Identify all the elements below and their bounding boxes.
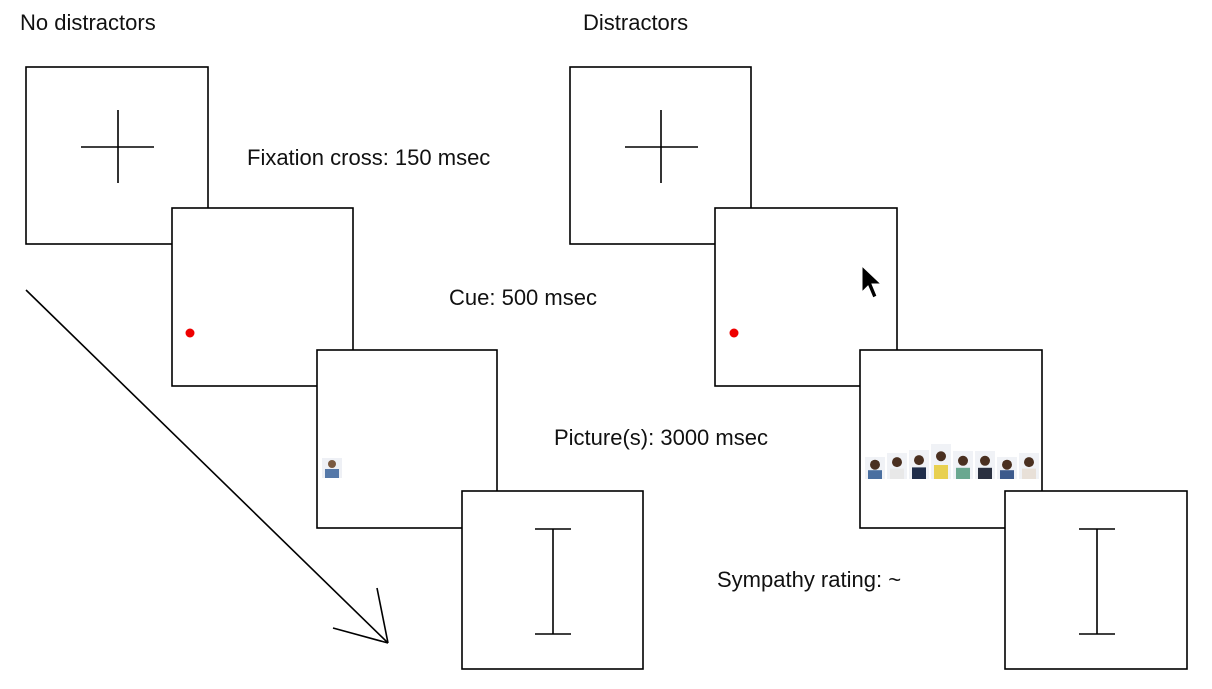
child-picture bbox=[909, 450, 929, 479]
heading-no-distractors: No distractors bbox=[20, 10, 156, 35]
cue-dot bbox=[729, 328, 739, 338]
right-rating-frame bbox=[1004, 490, 1188, 670]
child-picture bbox=[931, 444, 951, 479]
child-picture bbox=[953, 451, 973, 479]
child-picture bbox=[322, 458, 342, 478]
left-rating-frame bbox=[461, 490, 644, 670]
heading-distractors: Distractors bbox=[583, 10, 688, 35]
mouse-cursor-icon bbox=[861, 264, 883, 299]
left-fixation-frame bbox=[25, 66, 209, 245]
child-picture bbox=[865, 457, 885, 479]
child-picture bbox=[887, 453, 907, 479]
cue-dot bbox=[185, 328, 195, 338]
time-arrow bbox=[25, 289, 389, 644]
step-rating-label: Sympathy rating: ~ bbox=[717, 567, 901, 592]
child-picture bbox=[1019, 453, 1039, 479]
children-pictures-row bbox=[865, 444, 1039, 479]
step-fixation-label: Fixation cross: 150 msec bbox=[247, 145, 490, 170]
child-picture bbox=[975, 451, 995, 479]
child-picture bbox=[997, 457, 1017, 479]
step-cue-label: Cue: 500 msec bbox=[449, 285, 597, 310]
step-pictures-label: Picture(s): 3000 msec bbox=[554, 425, 768, 450]
